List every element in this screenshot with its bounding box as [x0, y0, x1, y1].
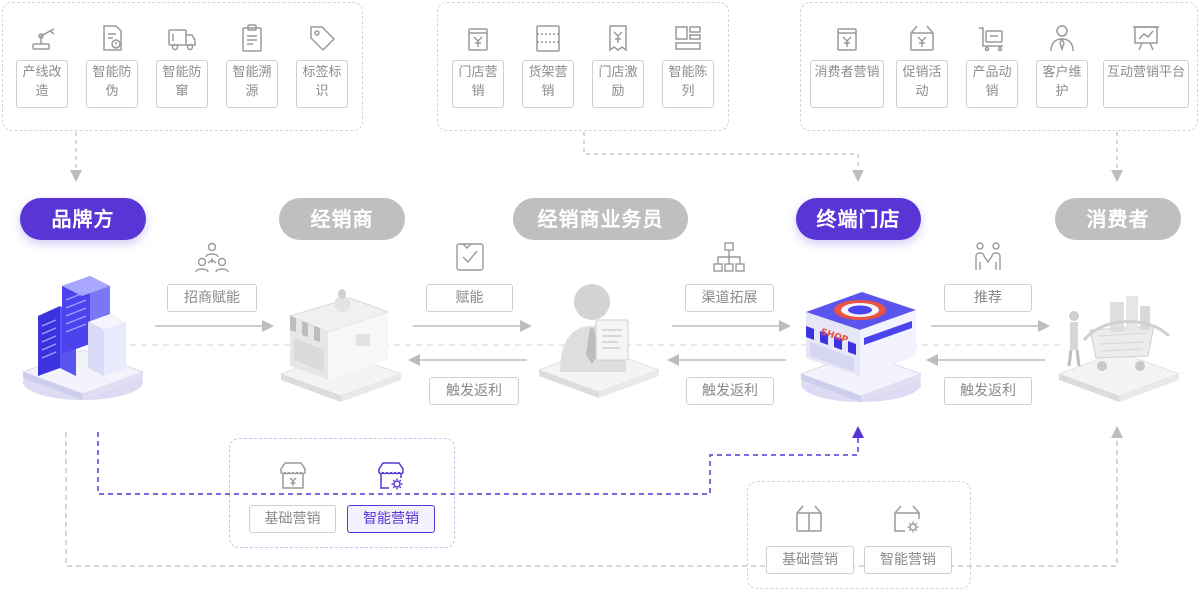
yuan-store-icon: [468, 28, 488, 51]
feature-tile-shelf-marketing: 货架营销: [522, 22, 574, 108]
feature-label: 互动营销平台: [1103, 60, 1189, 108]
feature-label: 智能防伪: [86, 60, 138, 108]
feature-tile-anti-counterfeit: 智能防伪: [86, 22, 138, 108]
store-marketing-panel: [229, 438, 455, 548]
robot-arm-icon: [32, 28, 55, 50]
people-network-icon: [195, 242, 229, 273]
feature-label: 产线改造: [16, 60, 68, 108]
store-gear-icon: [378, 462, 404, 490]
node-distributor-salesperson: 经销商业务员: [513, 198, 688, 240]
truck-icon: [168, 29, 196, 51]
feature-tile-traceability: 智能溯源: [226, 22, 278, 108]
presentation-chart-icon: [1133, 26, 1159, 51]
node-retail-store: 终端门店: [796, 198, 921, 240]
feature-label: 门店营销: [452, 60, 504, 108]
feature-label: 货架营销: [522, 60, 574, 108]
feature-label: 智能陈列: [662, 60, 714, 108]
feature-tile-interactive-platform: 互动营销平台: [1103, 22, 1189, 108]
feature-label: 促销活动: [896, 60, 948, 108]
document-warning-icon: [103, 25, 122, 51]
feature-label: 客户维护: [1036, 60, 1088, 108]
edge-label-salesperson-to-store: 渠道拓展: [685, 284, 774, 312]
person-tie-icon: [1050, 25, 1074, 52]
feature-tile-production-line: 产线改造: [16, 22, 68, 108]
feature-label: 门店激励: [592, 60, 644, 108]
yuan-store-icon: [837, 28, 857, 51]
node-brand: 品牌方: [20, 198, 146, 240]
node-consumer: 消费者: [1055, 198, 1181, 240]
node-distributor: 经销商: [279, 198, 405, 240]
feature-tile-consumer-marketing: 消费者营销: [810, 22, 884, 108]
feature-label: 产品动销: [966, 60, 1018, 108]
feature-tile-smart-display: 智能陈列: [662, 22, 714, 108]
feature-tile-tag: 标签标识: [296, 22, 348, 108]
salesperson-illustration: [537, 284, 661, 398]
yuan-receipt-icon: [609, 25, 627, 52]
org-chart-icon: [713, 242, 745, 272]
feature-tile-product-sales: 产品动销: [966, 22, 1018, 108]
store-yuan-icon: [280, 462, 306, 489]
gift-box-icon: [796, 505, 822, 532]
consumer-marketing-panel: [747, 481, 971, 589]
layout-grid-icon: [675, 26, 701, 50]
gift-gear-icon: [894, 505, 920, 533]
store-smart-marketing-tag: 智能营销: [347, 505, 435, 533]
edge-label-distributor-to-salesperson: 赋能: [426, 284, 513, 312]
edge-label-rebate-3: 触发返利: [944, 377, 1032, 405]
distributor-shop-illustration: [279, 289, 403, 402]
store-features-panel: [437, 2, 729, 131]
cart-icon: [979, 27, 1003, 52]
edge-label-rebate-2: 触发返利: [686, 377, 774, 405]
consumer-smart-marketing-tag: 智能营销: [864, 546, 952, 574]
two-people-icon: [975, 242, 1001, 270]
edge-label-store-to-consumer: 推荐: [944, 284, 1032, 312]
shelf-icon: [536, 25, 560, 52]
tag-icon: [310, 26, 336, 52]
consumer-features-panel: [800, 2, 1198, 131]
checkbox-icon: [456, 243, 484, 271]
clipboard-icon: [242, 24, 262, 52]
edge-label-brand-to-distributor: 招商赋能: [167, 284, 257, 312]
feature-tile-store-incentive: 门店激励: [592, 22, 644, 108]
consumer-basic-marketing-tag: 基础营销: [766, 546, 854, 574]
gift-yuan-icon: [910, 25, 934, 51]
feature-label: 消费者营销: [810, 60, 884, 108]
feature-label: 智能防窜: [156, 60, 208, 108]
consumer-shopping-illustration: [1057, 296, 1181, 402]
feature-tile-store-marketing: 门店营销: [452, 22, 504, 108]
store-basic-marketing-tag: 基础营销: [249, 505, 336, 533]
edge-label-rebate-1: 触发返利: [429, 377, 519, 405]
retail-store-illustration: SHOP: [799, 292, 923, 402]
brand-features-panel: [2, 2, 363, 131]
feature-label: 标签标识: [296, 60, 348, 108]
feature-tile-customer-care: 客户维护: [1036, 22, 1088, 108]
feature-tile-anti-diversion: 智能防窜: [156, 22, 208, 108]
feature-tile-promotion: 促销活动: [896, 22, 948, 108]
brand-building-illustration: [21, 276, 145, 400]
feature-label: 智能溯源: [226, 60, 278, 108]
